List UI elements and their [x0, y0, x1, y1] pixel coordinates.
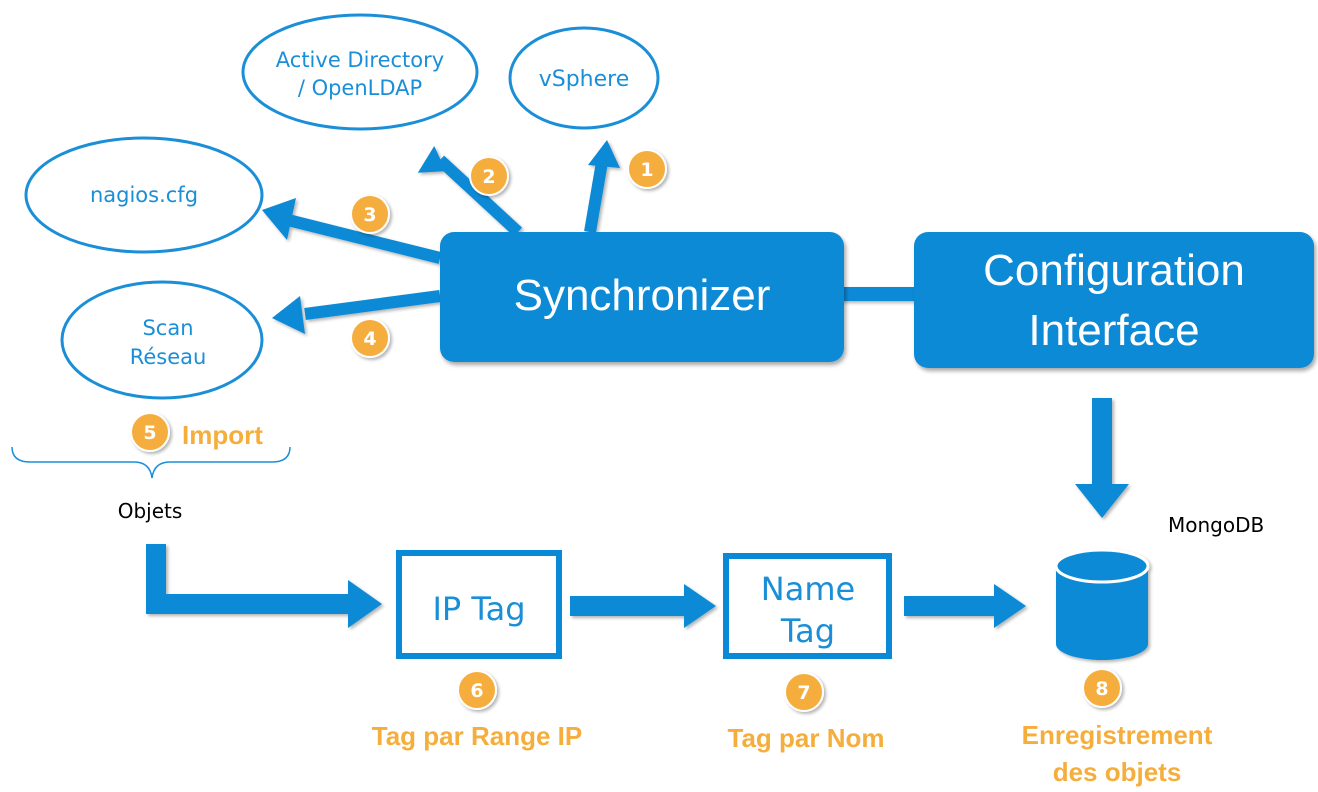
step-badge-1-number: 1 [640, 159, 653, 181]
arrow-objets-to-iptag-head [348, 580, 382, 628]
objects-brace [11, 446, 291, 479]
synchronizer-box [440, 232, 844, 362]
arrow-to-nagios-head [262, 198, 296, 240]
arrow-to-scan-head [272, 296, 305, 334]
step-badge-3-number: 3 [363, 204, 376, 226]
name-tag-label-line1: Name [761, 570, 855, 608]
step-badge-4: 4 [350, 318, 390, 358]
arrow-to-nagios-shaft [286, 214, 442, 264]
arrow-iptag-to-nametag-shaft [570, 596, 688, 616]
step-badge-6-number: 6 [470, 680, 483, 702]
enregistrement-label-line2: des objets [1053, 757, 1182, 787]
mongodb-label: MongoDB [1168, 513, 1264, 537]
step-badge-7: 7 [784, 672, 824, 712]
step-badge-5: 5 [130, 412, 170, 452]
arrows-group [146, 140, 1129, 628]
active-directory-ellipse [241, 13, 479, 131]
configuration-label-line2: Interface [1028, 306, 1199, 355]
import-label: Import [182, 420, 263, 450]
step-badge-4-number: 4 [363, 328, 376, 350]
scan-reseau-label-line2: Réseau [130, 345, 207, 369]
step-badge-7-number: 7 [797, 682, 810, 704]
step-badge-8-number: 8 [1095, 678, 1108, 700]
step-badge-3: 3 [350, 194, 390, 234]
step-badge-2-number: 2 [482, 166, 495, 188]
configuration-interface-box [914, 232, 1314, 368]
objets-label: Objets [118, 499, 183, 523]
nagios-ellipse [24, 136, 264, 254]
arrow-nametag-to-db-head [994, 584, 1026, 628]
ip-tag-label: IP Tag [432, 590, 525, 628]
arrow-to-vsphere-head [588, 140, 620, 168]
synchronizer-label: Synchronizer [514, 271, 771, 320]
active-directory-label-line2: / OpenLDAP [298, 76, 422, 100]
ip-tag-box [396, 550, 562, 659]
configuration-label-line1: Configuration [983, 246, 1245, 295]
name-tag-label-line2: Tag [780, 612, 835, 650]
scan-reseau-label-line1: Scan [142, 316, 193, 340]
nagios-label: nagios.cfg [90, 183, 198, 207]
active-directory-label-line1: Active Directory [276, 48, 444, 72]
arrow-to-vsphere-shaft [584, 160, 608, 234]
arrow-to-ad-shaft [435, 155, 523, 237]
database-icon [1054, 548, 1150, 660]
vsphere-ellipse [508, 26, 660, 130]
arrow-config-to-db-shaft [1092, 398, 1112, 488]
arrow-nametag-to-db-shaft [904, 596, 998, 616]
step-badge-8: 8 [1082, 668, 1122, 708]
arrow-objets-to-iptag-shaft [146, 544, 352, 614]
step-badge-5-number: 5 [143, 422, 156, 444]
connector-sync-config [840, 287, 920, 301]
scan-reseau-ellipse [60, 280, 264, 400]
arrow-to-ad-head [417, 146, 447, 173]
tag-par-range-ip-label: Tag par Range IP [372, 721, 582, 751]
tag-par-nom-label: Tag par Nom [728, 723, 885, 753]
step-badge-2: 2 [469, 156, 509, 196]
name-tag-box [723, 553, 892, 659]
step-badge-6: 6 [457, 670, 497, 710]
arrow-to-scan-shaft [304, 290, 441, 320]
vsphere-label: vSphere [539, 67, 630, 92]
arrow-iptag-to-nametag-head [684, 584, 716, 628]
arrow-config-to-db-head [1075, 484, 1129, 518]
enregistrement-label-line1: Enregistrement [1022, 720, 1213, 750]
step-badge-1: 1 [627, 149, 667, 189]
